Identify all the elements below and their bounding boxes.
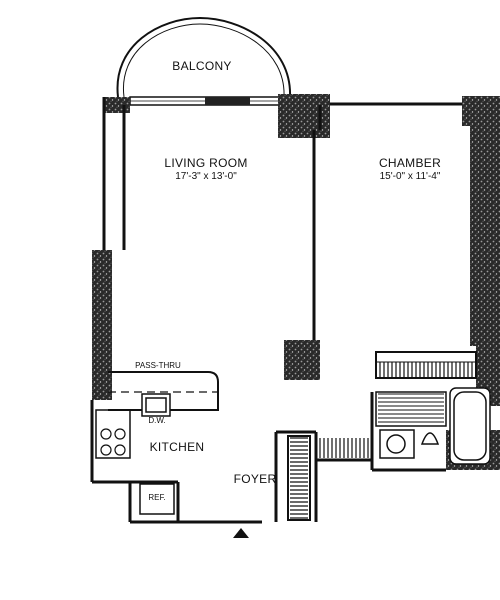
dishwasher-label: D.W.: [148, 416, 166, 425]
column-mid-center: [284, 340, 320, 380]
closet-hatch-2: [290, 437, 308, 519]
bathroom: [375, 387, 491, 465]
stove: [100, 428, 126, 456]
living-room-label: LIVING ROOM: [164, 156, 248, 170]
window-strip: [129, 96, 283, 106]
pass-thru-label: PASS-THRU: [135, 361, 181, 370]
living-room-dimensions: 17'-3" x 13'-0": [175, 171, 237, 182]
balcony-outline-inner: [123, 23, 285, 98]
wall-left-upper: [92, 250, 112, 400]
closet-hatch-3: [319, 438, 373, 458]
bath-floor-hatch: [378, 393, 444, 423]
sink: [141, 393, 171, 417]
refrigerator: [139, 483, 175, 515]
kitchen-counter: [95, 371, 219, 459]
column-top-mid: [278, 94, 330, 138]
wall-right: [470, 126, 500, 346]
column-top-left: [104, 97, 130, 113]
refrigerator-label: REF.: [148, 493, 166, 502]
walls: [90, 97, 462, 524]
kitchen-label: KITCHEN: [149, 440, 205, 454]
closet-chamber: [375, 351, 477, 379]
closet-hatch-1: [379, 362, 473, 378]
balcony-label: BALCONY: [172, 59, 232, 73]
chamber-dimensions: 15'-0" x 11'-4": [379, 171, 441, 182]
chamber-label: CHAMBER: [378, 156, 442, 170]
balcony-outline: [116, 16, 292, 98]
entry-arrow-icon: [233, 528, 249, 538]
foyer-label: FOYER: [233, 472, 277, 486]
column-top-right: [462, 96, 500, 126]
